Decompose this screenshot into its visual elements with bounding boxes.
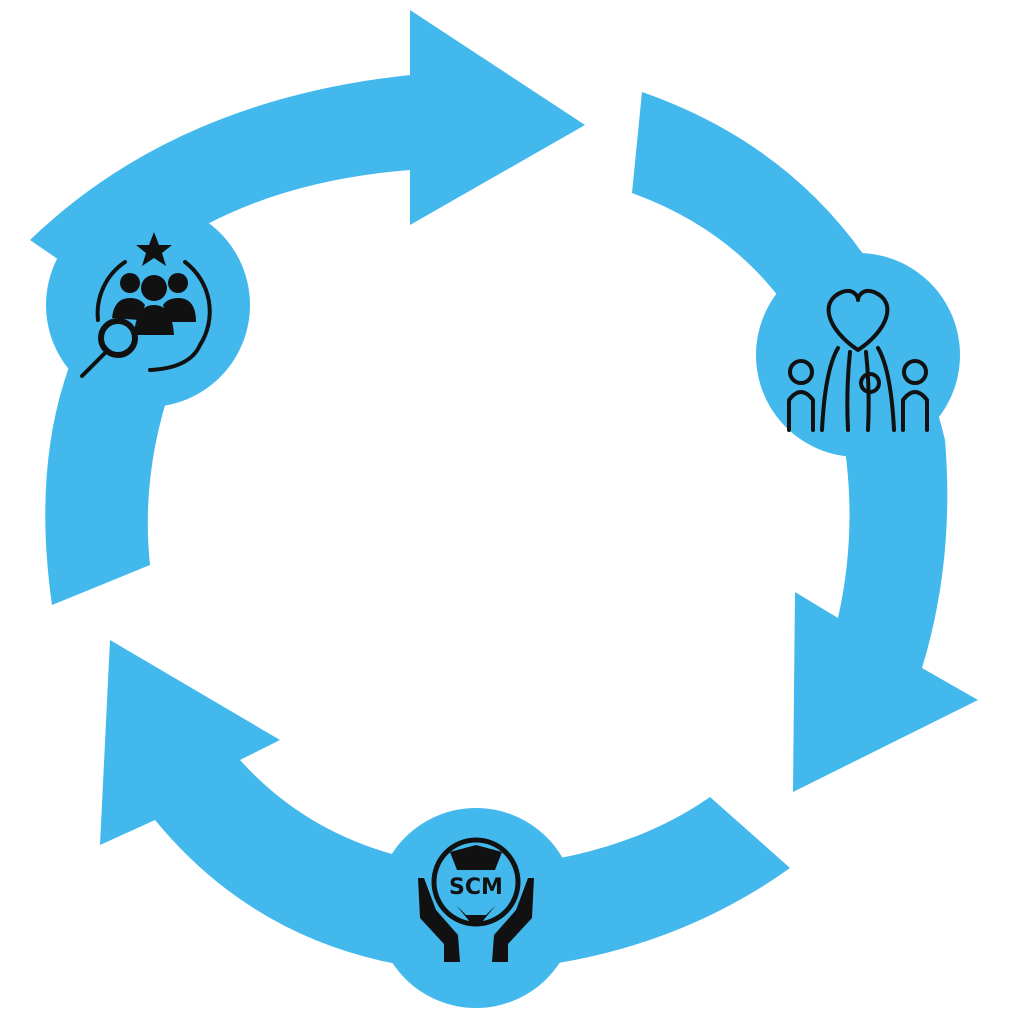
cycle-arrow-right (632, 92, 978, 792)
community-heart-icon (787, 289, 929, 432)
cycle-arrow-bottom (100, 640, 790, 972)
scm-label: SCM (449, 875, 503, 900)
hands-holding-globe-icon: SCM (418, 837, 534, 962)
node-scm-care: SCM (376, 808, 576, 1008)
node-community-love (756, 253, 960, 457)
team-search-icon (80, 232, 212, 378)
node-talent-search (46, 203, 250, 407)
